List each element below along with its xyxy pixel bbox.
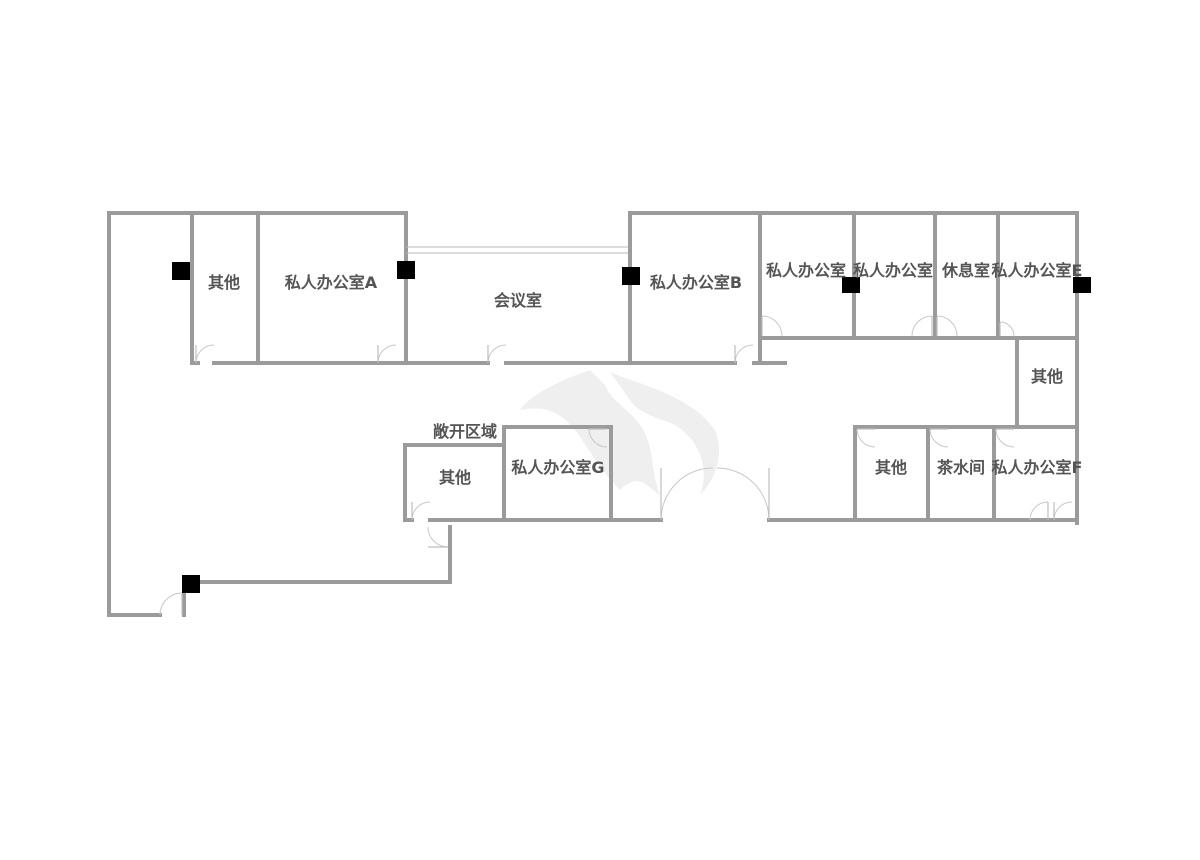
room-label-other-2: 其他 bbox=[1031, 367, 1063, 386]
room-label-office-c: 私人办公室 bbox=[766, 261, 846, 280]
room-label-office-g: 私人办公室G bbox=[511, 458, 604, 477]
room-label-meeting: 会议室 bbox=[494, 291, 542, 310]
room-label-open-area: 敞开区域 bbox=[433, 422, 497, 441]
room-label-office-b: 私人办公室B bbox=[650, 273, 742, 292]
room-labels: 其他 私人办公室A 会议室 私人办公室B 私人办公室 私人办公室 休息室 私人办… bbox=[208, 261, 1082, 487]
room-label-office-f: 私人办公室F bbox=[992, 458, 1083, 477]
watermark-logo bbox=[520, 370, 720, 495]
room-label-other-3: 其他 bbox=[439, 468, 471, 487]
walls bbox=[107, 211, 1079, 617]
room-label-other-4: 其他 bbox=[875, 458, 907, 477]
doors bbox=[159, 315, 1073, 616]
room-label-other-1: 其他 bbox=[208, 273, 240, 292]
room-label-tea-room: 茶水间 bbox=[936, 458, 985, 477]
room-label-office-e: 私人办公室E bbox=[992, 261, 1083, 280]
pillars bbox=[172, 261, 1091, 593]
room-label-office-d: 私人办公室 bbox=[853, 261, 933, 280]
room-label-lounge: 休息室 bbox=[941, 261, 990, 280]
room-label-office-a: 私人办公室A bbox=[285, 273, 378, 292]
